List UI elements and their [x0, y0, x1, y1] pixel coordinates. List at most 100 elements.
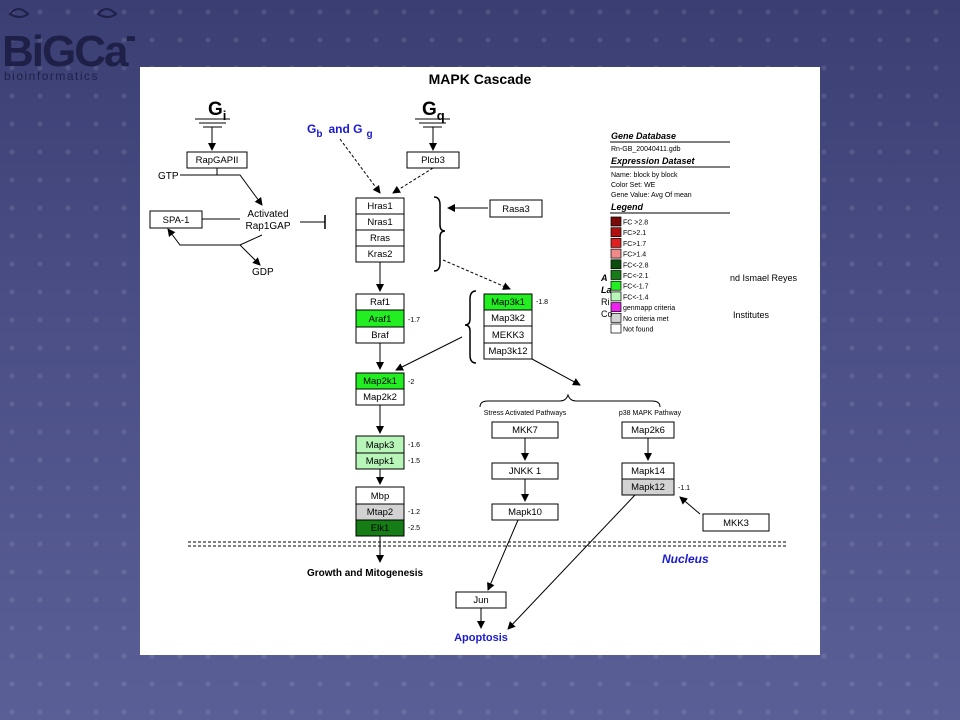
node-mkk3-label: MKK3: [723, 518, 749, 529]
node-mkk3: [702, 513, 770, 532]
legend-swatch: [610, 323, 622, 334]
node-raf1-label: Raf1: [370, 297, 390, 308]
activated-label-1: Activated: [247, 209, 288, 220]
node-jnkk1-label: JNKK 1: [509, 466, 541, 477]
node-rras-label: Rras: [370, 233, 390, 244]
gdp-arrow: [239, 244, 261, 266]
node-mapk1-label: Mapk1: [366, 456, 395, 467]
occluded-text-la: La: [601, 285, 612, 295]
node-mkk7-label: MKK7: [512, 425, 538, 436]
node-mapk12-label: Mapk12: [631, 482, 665, 493]
node-map3k12: [483, 342, 533, 360]
gtp-path: [180, 174, 263, 206]
node-mapk3-label: Mapk3: [366, 440, 395, 451]
institutes-text: Institutes: [733, 310, 770, 320]
value-mapk12: -1.1: [678, 485, 690, 492]
value-mapk3: -1.6: [408, 442, 420, 449]
apoptosis-label: Apoptosis: [454, 632, 508, 644]
gdp-path: [167, 228, 263, 246]
ras-to-map3k-dashed: [442, 259, 511, 290]
node-spa1-label: SPA-1: [163, 215, 190, 226]
activated-label-2: Rap1GAP: [245, 221, 290, 232]
node-araf1-label: Araf1: [369, 314, 392, 325]
map3k-brace: [464, 290, 477, 364]
mkk3-arrow: [679, 496, 701, 515]
gene-db-title: Gene Database: [611, 131, 676, 141]
logo-subtext: bioinformatics: [4, 69, 99, 83]
gq-receptor-line: [415, 118, 450, 128]
node-mapk14-label: Mapk14: [631, 466, 665, 477]
legend-swatch: [610, 312, 622, 323]
legend-swatch: [610, 270, 622, 280]
node-map3k1-label: Map3k1: [491, 297, 525, 308]
legend-label: Not found: [623, 327, 653, 334]
node-mapk12: [621, 478, 675, 496]
legend-label: genmapp criteria: [623, 305, 675, 312]
value-elk1: -2.5: [408, 525, 420, 532]
pathways-brace: [479, 393, 661, 408]
growth-label: Growth and Mitogenesis: [307, 568, 424, 579]
p38-pathway-label: p38 MAPK Pathway: [619, 410, 682, 417]
legend-label: FC>1.7: [623, 241, 646, 248]
node-map2k1-label: Map2k1: [363, 376, 397, 387]
mapk10-to-jun-arrow: [487, 519, 519, 591]
legend-label: FC<-1.7: [623, 284, 649, 291]
legend-swatch: [610, 259, 622, 270]
occluded-text-a: A: [600, 273, 608, 283]
node-map2k2-label: Map2k2: [363, 392, 397, 403]
legend-swatch: [610, 216, 622, 227]
node-plcb3-label: Plcb3: [421, 155, 445, 166]
node-braf-label: Braf: [371, 330, 389, 341]
node-mtap2-label: Mtap2: [367, 507, 393, 518]
expression-gene-value: Gene Value: Avg Of mean: [611, 192, 692, 199]
info-panel: Gene Database Rn-GB_20040411.gdb Express…: [600, 131, 798, 334]
value-mtap2: -1.2: [408, 509, 420, 516]
ras-group: Hras1 Nras1 Rras Kras2: [355, 197, 405, 263]
mapk12-to-apoptosis-arrow: [507, 494, 636, 630]
node-map2k6-label: Map2k6: [631, 425, 665, 436]
value-araf1: -1.7: [408, 317, 420, 324]
legend-swatch: [610, 291, 622, 302]
author-text: nd Ismael Reyes: [730, 273, 798, 283]
map3k-to-map2k-arrow: [395, 336, 463, 371]
value-map2k1: -2: [408, 379, 414, 386]
legend-label: FC >2.8: [623, 220, 648, 227]
bigcat-logo: BiGCaT bioinformatics: [2, 8, 135, 83]
legend-label: FC<-1.4: [623, 294, 649, 301]
nucleus-label: Nucleus: [662, 552, 709, 566]
node-rasa3: [489, 199, 543, 218]
map3k-to-stress-arrow: [531, 358, 581, 386]
node-hras1-label: Hras1: [367, 201, 392, 212]
node-kras2-label: Kras2: [368, 249, 393, 260]
occluded-text-ri: Ri: [601, 297, 610, 307]
expression-name: Name: block by block: [611, 172, 678, 179]
logo-text: BiGCaT: [2, 27, 135, 76]
gene-db-value: Rn-GB_20040411.gdb: [611, 146, 681, 153]
stress-pathways-label: Stress Activated Pathways: [484, 410, 567, 417]
node-rapgapii-label: RapGAPII: [196, 155, 239, 166]
ras-brace: [433, 196, 446, 272]
gdp-label: GDP: [252, 267, 274, 278]
node-mbp-label: Mbp: [371, 491, 389, 502]
legend-label: FC>2.1: [623, 230, 646, 237]
value-mapk1: -1.5: [408, 458, 420, 465]
legend-label: No criteria met: [623, 316, 669, 323]
legend-swatch: [610, 302, 622, 312]
node-rasa3-label: Rasa3: [502, 204, 529, 215]
gbg-dashed-arrow: [339, 138, 381, 194]
legend-swatch: [610, 227, 622, 238]
gi-label: Gi: [208, 99, 226, 123]
expression-title: Expression Dataset: [611, 156, 696, 166]
node-mapk10: [491, 503, 559, 521]
node-jun-label: Jun: [473, 595, 488, 606]
node-map3k12-label: Map3k12: [488, 346, 527, 357]
node-elk1-label: Elk1: [371, 523, 389, 534]
gtp-label: GTP: [158, 171, 179, 182]
node-mekk3-label: MEKK3: [492, 330, 524, 341]
occluded-text-co: Co: [601, 309, 613, 319]
legend-swatch: [610, 238, 622, 248]
value-map3k1: -1.8: [536, 299, 548, 306]
